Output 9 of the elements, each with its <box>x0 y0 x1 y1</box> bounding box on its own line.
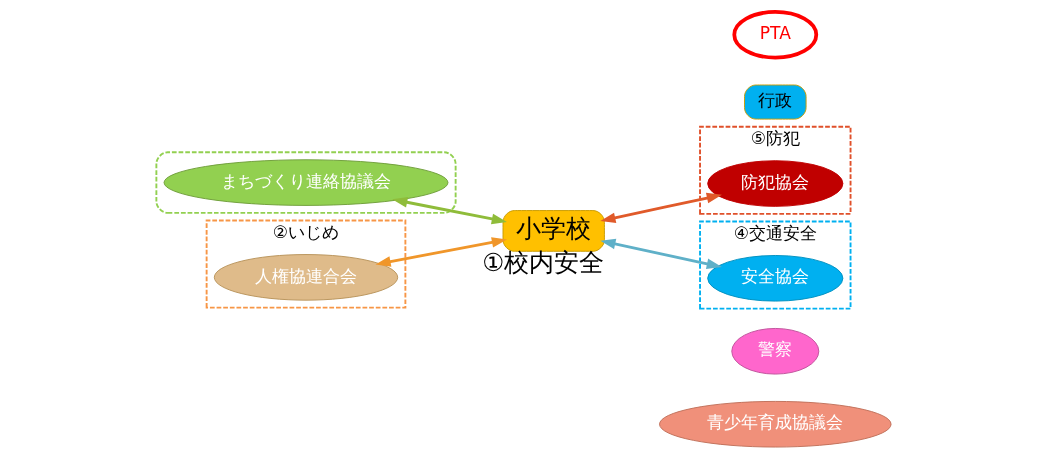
arrow <box>375 237 507 267</box>
arrow <box>392 197 507 225</box>
node-ellipse: PTA <box>732 10 819 60</box>
node-ellipse: 青少年育成協議会 <box>659 400 892 448</box>
node-ellipse: 警察 <box>731 327 820 375</box>
arrow <box>600 192 722 224</box>
arrow <box>600 238 722 269</box>
node-box: 行政 <box>744 84 807 120</box>
cluster <box>155 151 457 214</box>
